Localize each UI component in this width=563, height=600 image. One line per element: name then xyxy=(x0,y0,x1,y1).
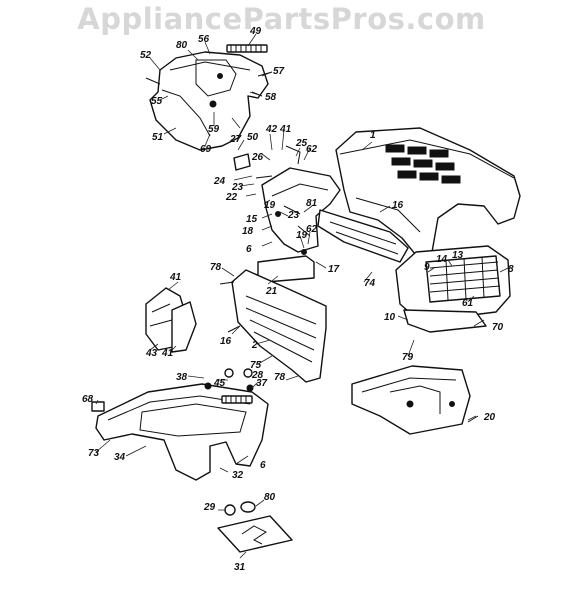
hood xyxy=(335,127,521,261)
callout-19: 19 xyxy=(264,200,276,211)
callout-25: 25 xyxy=(295,138,308,149)
frame-bracket xyxy=(351,365,471,435)
watermark-banner: AppliancePartsPros.com xyxy=(77,2,486,36)
callout-81: 81 xyxy=(306,198,318,209)
callout-74: 74 xyxy=(364,278,376,289)
callout-27: 27 xyxy=(229,134,242,145)
callout-58: 58 xyxy=(265,92,277,103)
callout-62: 62 xyxy=(306,144,318,155)
callout-57: 57 xyxy=(273,66,285,77)
callout-9: 9 xyxy=(424,262,430,273)
callout-68: 68 xyxy=(82,394,94,405)
callout-80: 80 xyxy=(176,40,188,51)
callout-23: 23 xyxy=(231,182,244,193)
floor-mat xyxy=(217,515,293,553)
callout-69: 69 xyxy=(200,144,212,155)
callout-43: 43 xyxy=(145,348,158,359)
callout-80b: 80 xyxy=(264,492,276,503)
callout-78: 78 xyxy=(210,262,222,273)
leader-lines xyxy=(95,33,509,559)
callout-45: 45 xyxy=(213,378,226,389)
callout-16: 16 xyxy=(392,200,404,211)
callout-20: 20 xyxy=(483,412,496,423)
callout-18: 18 xyxy=(242,226,254,237)
side-trim-strips xyxy=(257,209,409,283)
callout-73: 73 xyxy=(88,448,100,459)
callout-55: 55 xyxy=(151,96,163,107)
callout-1: 1 xyxy=(370,130,376,141)
callout-16b: 16 xyxy=(220,336,232,347)
callout-29: 29 xyxy=(203,502,216,513)
callout-14: 14 xyxy=(436,254,448,265)
callout-13: 13 xyxy=(452,250,464,261)
callout-37: 37 xyxy=(256,378,268,389)
callout-6b: 6 xyxy=(260,460,266,471)
callout-8: 8 xyxy=(508,264,514,275)
callout-labels: 52 80 56 49 57 55 58 59 51 27 50 69 42 4… xyxy=(82,26,514,573)
grille xyxy=(395,245,511,333)
callout-10: 10 xyxy=(384,312,396,323)
side-brackets xyxy=(145,287,197,353)
callout-51: 51 xyxy=(152,132,164,143)
callout-50: 50 xyxy=(247,132,259,143)
hood-vent-slots xyxy=(385,144,461,184)
callout-15: 15 xyxy=(246,214,258,225)
steering-support-frame xyxy=(233,145,341,255)
callout-52: 52 xyxy=(140,50,152,61)
callout-32: 32 xyxy=(232,470,244,481)
callout-56: 56 xyxy=(198,34,210,45)
callout-28: 28 xyxy=(251,370,264,381)
callout-6: 6 xyxy=(246,244,252,255)
callout-41: 41 xyxy=(279,124,292,135)
callout-41c: 41 xyxy=(161,348,174,359)
callout-78b: 78 xyxy=(274,372,286,383)
front-panel xyxy=(231,269,327,383)
callout-62b: 62 xyxy=(306,224,318,235)
callout-17: 17 xyxy=(328,264,340,275)
callout-22: 22 xyxy=(225,192,238,203)
callout-59: 59 xyxy=(208,124,220,135)
callout-21: 21 xyxy=(265,286,278,297)
callout-70: 70 xyxy=(492,322,504,333)
callout-49: 49 xyxy=(249,26,262,37)
callout-38: 38 xyxy=(176,372,188,383)
callout-2: 2 xyxy=(251,340,258,351)
callout-31: 31 xyxy=(234,562,246,573)
fender xyxy=(95,382,269,481)
callout-79: 79 xyxy=(402,352,414,363)
callout-24: 24 xyxy=(213,176,226,187)
callout-34: 34 xyxy=(114,452,126,463)
callout-61: 61 xyxy=(462,298,474,309)
callout-42: 42 xyxy=(265,124,278,135)
callout-75: 75 xyxy=(250,360,262,371)
callout-26: 26 xyxy=(251,152,264,163)
callout-23b: 23 xyxy=(287,210,300,221)
callout-41b: 41 xyxy=(169,272,182,283)
callout-19b: 19 xyxy=(296,230,308,241)
